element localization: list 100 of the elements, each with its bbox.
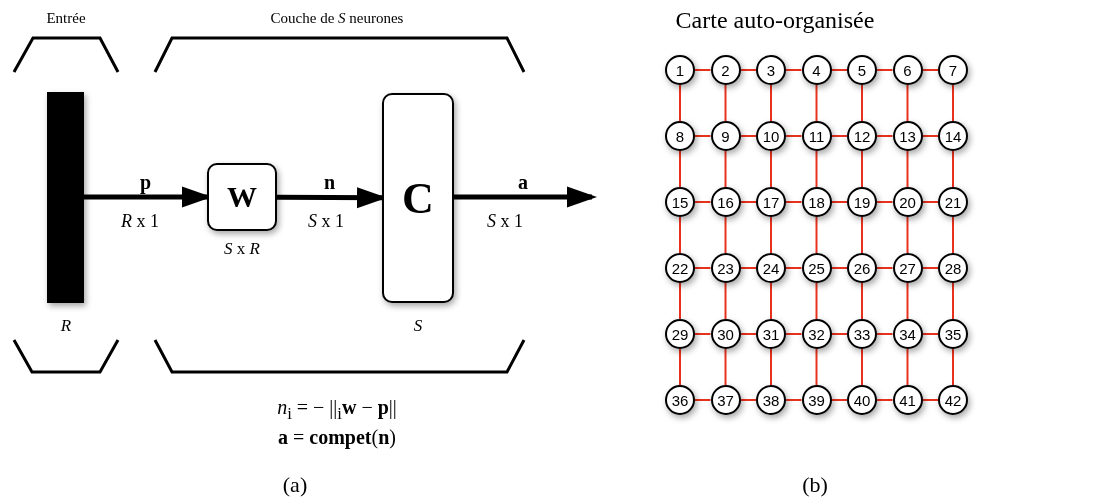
connector-line xyxy=(876,267,894,269)
connector-line xyxy=(679,282,681,320)
connector-line xyxy=(830,267,848,269)
equation: n$_{i}$ = − ||$_{i}$w − p|| xyxy=(277,397,397,423)
connector-line xyxy=(679,216,681,254)
neuron-circle: 18 xyxy=(801,187,832,217)
connector-line xyxy=(785,399,803,401)
dimension-label: S x 1 xyxy=(308,212,344,230)
connector-line xyxy=(815,216,818,254)
neuron-circle: 23 xyxy=(710,253,741,283)
neuron-circle: 42 xyxy=(938,385,968,415)
connector-line xyxy=(724,216,727,254)
connector-line xyxy=(830,399,848,401)
connector-line xyxy=(861,348,863,386)
neuron-circle: 38 xyxy=(756,385,786,415)
connector-line xyxy=(815,282,818,320)
connector-line xyxy=(952,150,954,188)
edge-label: p xyxy=(139,172,152,192)
connector-line xyxy=(876,399,894,401)
connector-line xyxy=(815,348,818,386)
connector-line xyxy=(694,333,712,335)
connector-line xyxy=(952,84,954,122)
connector-line xyxy=(906,348,909,386)
connector-line xyxy=(679,348,681,386)
connector-line xyxy=(739,399,757,401)
connector-line xyxy=(906,216,909,254)
connector-line xyxy=(694,135,712,137)
connector-line xyxy=(739,201,757,203)
connector-line xyxy=(785,333,803,335)
neuron-circle: 11 xyxy=(801,121,832,151)
connector-line xyxy=(739,135,757,137)
dimension-label: S xyxy=(413,316,423,334)
connector-line xyxy=(679,84,681,122)
neuron-circle: 21 xyxy=(938,187,968,217)
neuron-circle: 31 xyxy=(756,319,786,349)
neuron-circle: 26 xyxy=(847,253,877,283)
connector-line xyxy=(724,282,727,320)
connector-line xyxy=(785,267,803,269)
connector-line xyxy=(724,348,727,386)
dimension-label: S x R xyxy=(224,239,260,257)
neuron-circle: 40 xyxy=(847,385,877,415)
connector-line xyxy=(906,150,909,188)
neuron-circle: 8 xyxy=(665,121,695,151)
neuron-circle: 29 xyxy=(665,319,695,349)
connector-line xyxy=(770,150,772,188)
connector-line xyxy=(921,399,939,401)
connector-line xyxy=(679,150,681,188)
connector-line xyxy=(770,84,772,122)
neuron-circle: 3 xyxy=(756,55,786,85)
panel-heading: Carte auto-organisée xyxy=(675,8,875,32)
neuron-circle: 13 xyxy=(892,121,923,151)
neuron-circle: 17 xyxy=(756,187,786,217)
neuron-circle: 7 xyxy=(938,55,968,85)
connector-line xyxy=(785,201,803,203)
connector-line xyxy=(739,267,757,269)
neuron-circle: 27 xyxy=(892,253,923,283)
connector-line xyxy=(724,84,727,122)
connector-line xyxy=(830,333,848,335)
connector-line xyxy=(785,135,803,137)
connector-line xyxy=(861,84,863,122)
connector-line xyxy=(830,135,848,137)
neuron-circle: 9 xyxy=(710,121,741,151)
neuron-circle: 34 xyxy=(892,319,923,349)
neuron-circle: 6 xyxy=(892,55,923,85)
connector-line xyxy=(906,282,909,320)
connector-line xyxy=(876,135,894,137)
neuron-circle: 20 xyxy=(892,187,923,217)
neuron-circle: 14 xyxy=(938,121,968,151)
connector-line xyxy=(876,333,894,335)
neuron-circle: 37 xyxy=(710,385,741,415)
neuron-circle: 22 xyxy=(665,253,695,283)
connector-line xyxy=(861,216,863,254)
neuron-circle: 41 xyxy=(892,385,923,415)
neuron-circle: 5 xyxy=(847,55,877,85)
equation: a = compet(n) xyxy=(278,427,396,447)
dimension-label: S x 1 xyxy=(487,212,523,230)
neuron-circle: 16 xyxy=(710,187,741,217)
rounded-box: C xyxy=(382,93,454,303)
connector-line xyxy=(770,282,772,320)
neuron-circle: 35 xyxy=(938,319,968,349)
connector-line xyxy=(906,84,909,122)
arrow xyxy=(454,186,597,208)
panel-caption: (a) xyxy=(282,474,308,496)
connector-line xyxy=(815,84,818,122)
connector-line xyxy=(952,282,954,320)
neuron-circle: 30 xyxy=(710,319,741,349)
connector-line xyxy=(694,69,712,71)
edge-label: a xyxy=(518,172,528,192)
connector-line xyxy=(739,333,757,335)
connector-line xyxy=(724,150,727,188)
neuron-circle: 25 xyxy=(801,253,832,283)
neuron-circle: 24 xyxy=(756,253,786,283)
edge-label: n xyxy=(323,172,336,193)
input-bar xyxy=(47,92,84,303)
connector-line xyxy=(815,150,818,188)
neuron-circle: 10 xyxy=(756,121,786,151)
neuron-circle: 1 xyxy=(665,55,695,85)
connector-line xyxy=(694,201,712,203)
connector-line xyxy=(861,282,863,320)
connector-line xyxy=(770,216,772,254)
